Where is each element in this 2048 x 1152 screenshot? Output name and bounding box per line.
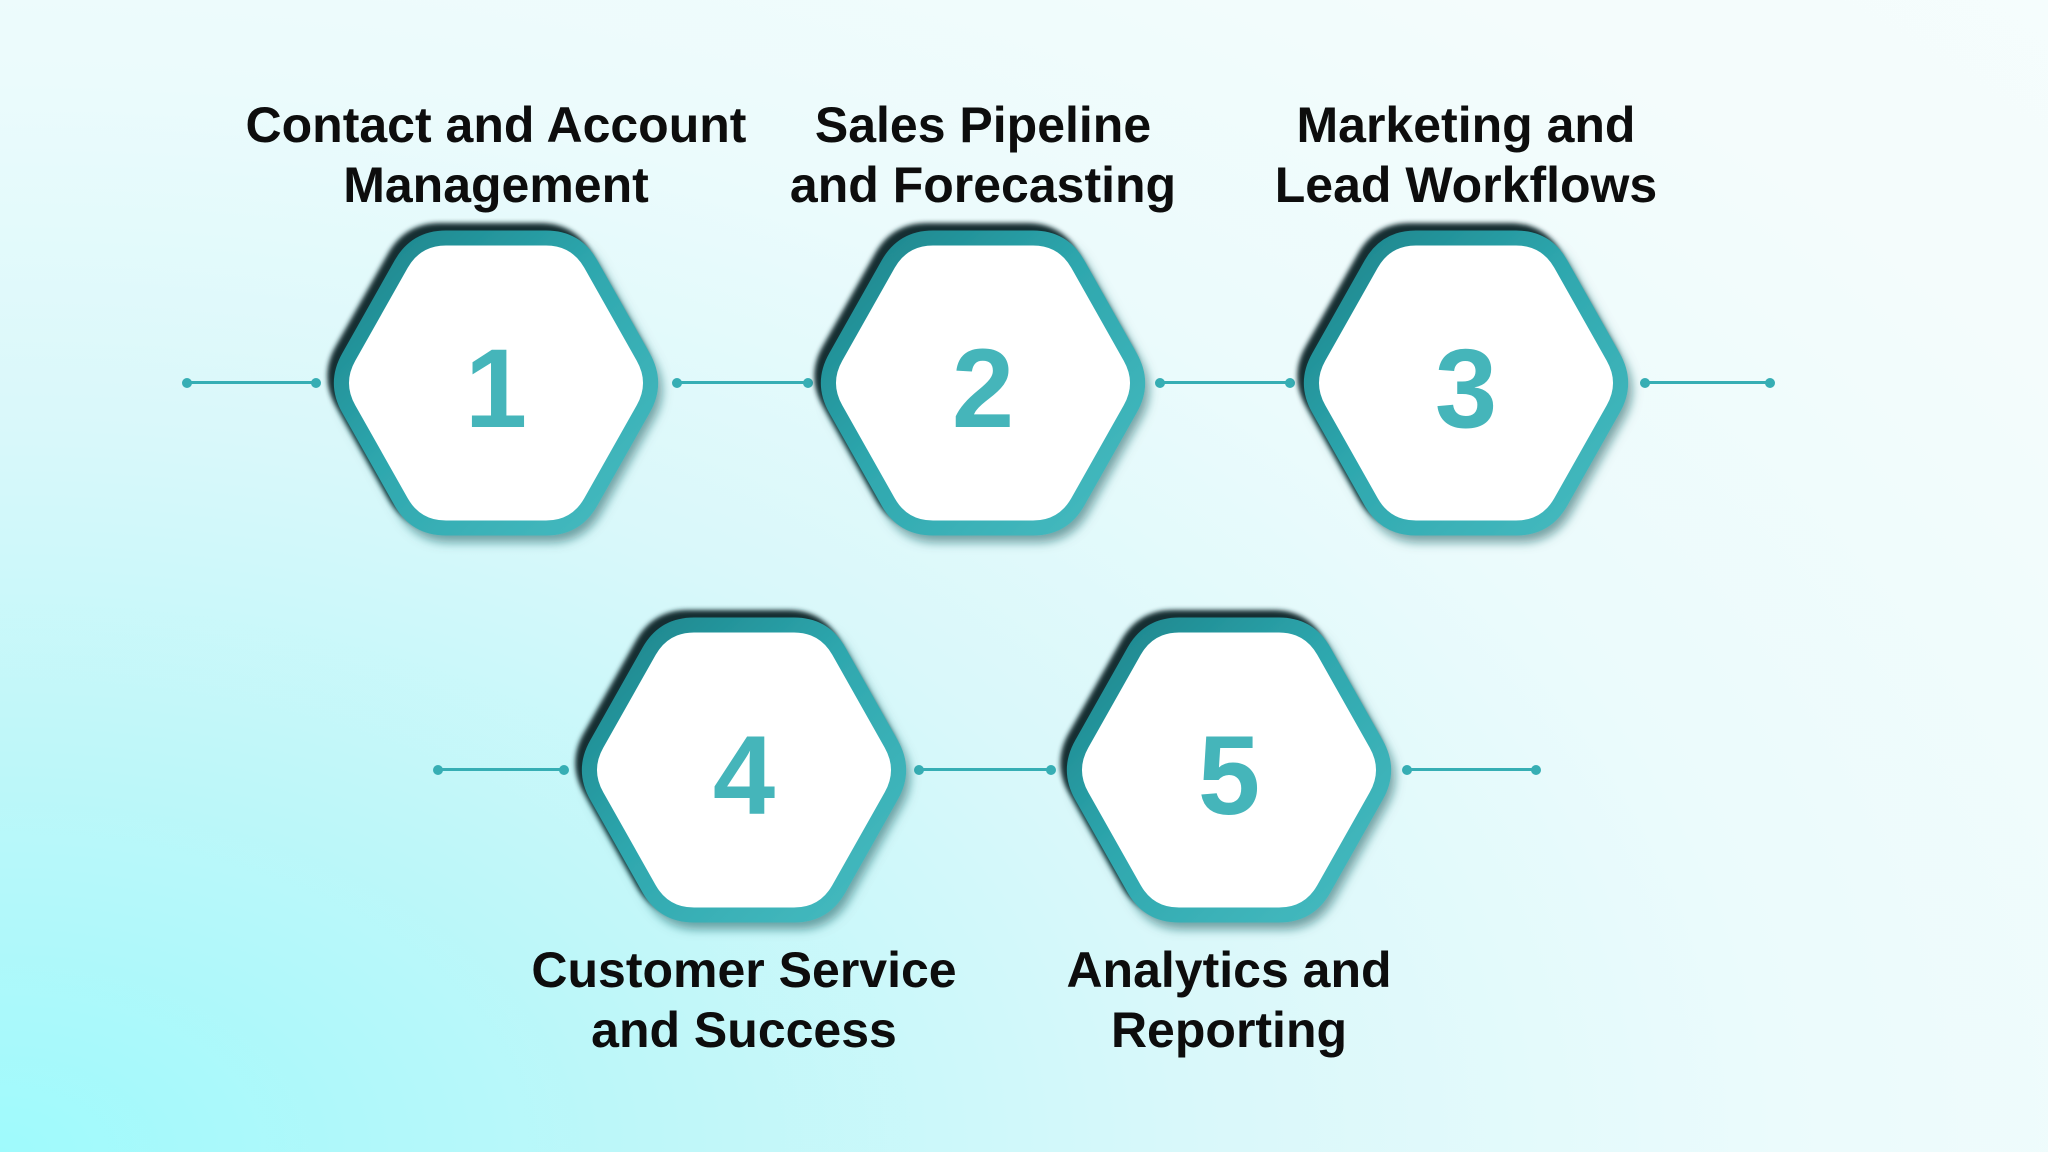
step-5-label: Analytics and Reporting [949, 940, 1509, 1060]
connector-line-right-of-step-3 [1640, 377, 1775, 388]
hexagon-shape [814, 223, 1146, 536]
hexagon-shape [327, 223, 659, 536]
step-5-label-line-1: Analytics and [1066, 942, 1392, 998]
connector-line-step-2-to-3 [1155, 377, 1295, 388]
step-2-label-line-1: Sales Pipeline [814, 97, 1152, 153]
connector-line-step-1-to-2 [672, 377, 813, 388]
step-2-number: 2 [951, 325, 1015, 451]
step-5-number: 5 [1197, 712, 1261, 838]
step-2-hexagon: 2 [803, 218, 1163, 548]
step-4-label-line-2: and Success [591, 1002, 897, 1058]
step-5-label-line-2: Reporting [1110, 1002, 1348, 1058]
step-4-label-line-1: Customer Service [531, 942, 957, 998]
connector-line-right-of-step-5 [1402, 764, 1541, 775]
step-2-label: Sales Pipeline and Forecasting [703, 95, 1263, 215]
step-2-label-line-2: and Forecasting [789, 157, 1177, 213]
step-1-label-line-1: Contact and Account [245, 97, 747, 153]
step-3-label: Marketing and Lead Workflows [1186, 95, 1746, 215]
hexagon-shape [1297, 223, 1629, 536]
step-1-number: 1 [464, 325, 528, 451]
hexagon-shape [1060, 610, 1392, 923]
connector-line-left-of-step-1 [182, 377, 321, 388]
step-1-hexagon: 1 [316, 218, 676, 548]
step-4-number: 4 [712, 712, 776, 838]
step-5-hexagon: 5 [1049, 605, 1409, 935]
step-3-label-line-2: Lead Workflows [1274, 157, 1658, 213]
step-4-label: Customer Service and Success [464, 940, 1024, 1060]
step-3-number: 3 [1434, 325, 1498, 451]
step-1-label: Contact and Account Management [216, 95, 776, 215]
step-3-label-line-1: Marketing and [1296, 97, 1636, 153]
step-3-hexagon: 3 [1286, 218, 1646, 548]
connector-line-left-of-step-4 [433, 764, 569, 775]
connector-line-step-4-to-5 [914, 764, 1056, 775]
step-4-hexagon: 4 [564, 605, 924, 935]
step-1-label-line-2: Management [343, 157, 649, 213]
hexagon-shape [575, 610, 907, 923]
